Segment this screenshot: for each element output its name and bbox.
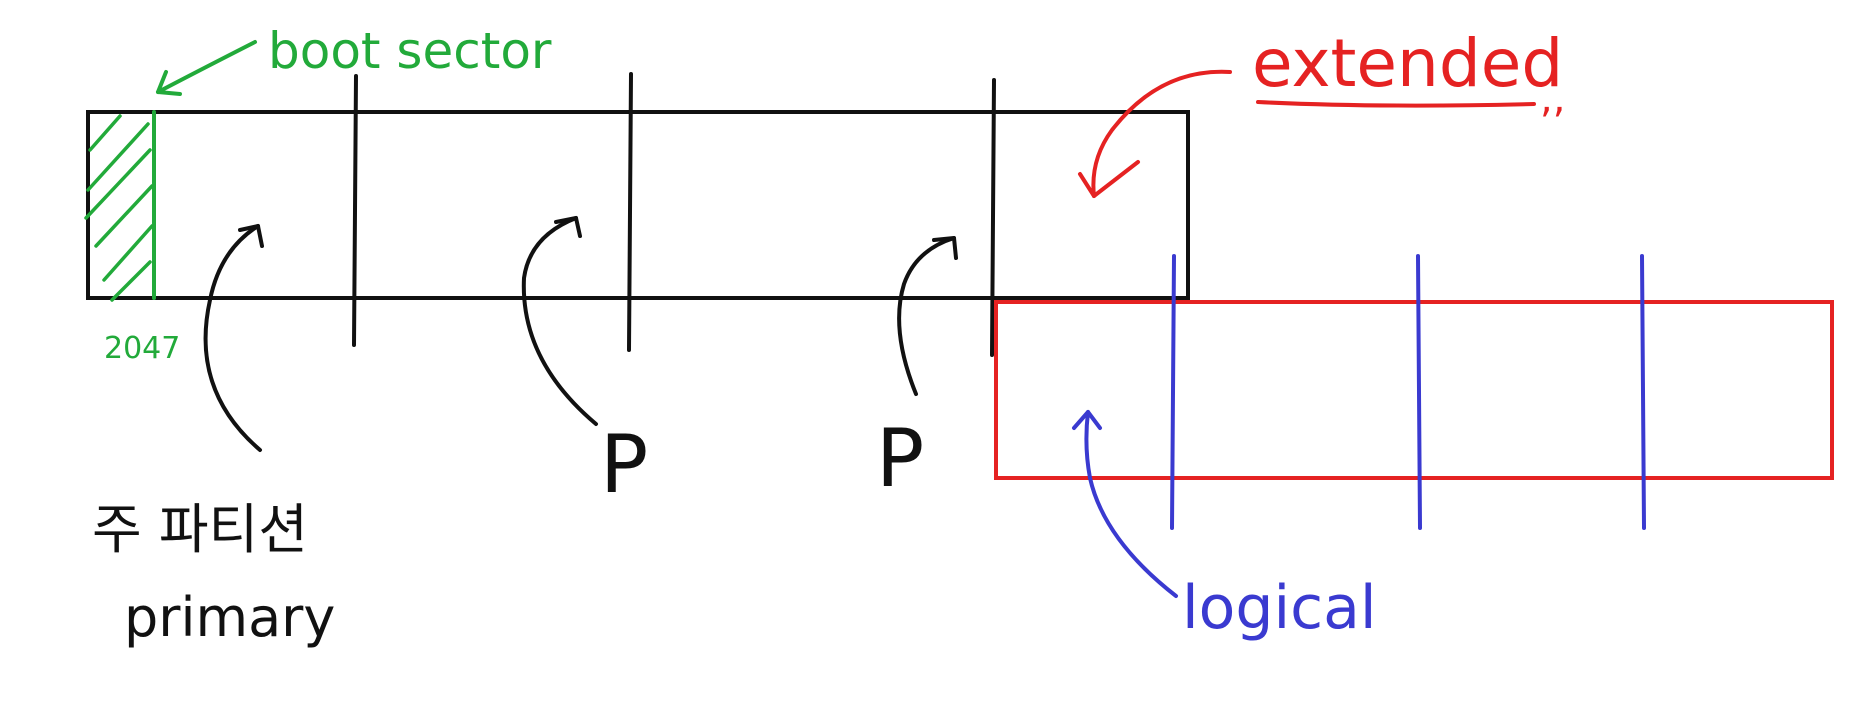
partition-divider-3 (990, 78, 996, 357)
boot-sector-size-label: 2047 (104, 331, 180, 366)
disk-bar (86, 110, 1190, 300)
extended-label: extended (1252, 25, 1563, 102)
logical-divider-3 (1640, 254, 1646, 530)
extended-quote-mark: ,, (1540, 76, 1565, 122)
primary-arrow-3-icon (897, 236, 958, 396)
logical-divider-1 (1170, 254, 1176, 530)
partition-divider-2 (627, 72, 633, 352)
logical-arrow-icon (1072, 410, 1178, 598)
boot-sector-arrow-icon (156, 40, 257, 96)
primary-p-label-1: P (600, 418, 648, 511)
extended-partition-box (994, 300, 1834, 480)
extended-arrow-icon (1078, 69, 1232, 198)
boot-sector-region (84, 110, 156, 302)
logical-divider-2 (1416, 254, 1422, 530)
primary-korean-label: 주 파티션 (92, 498, 308, 561)
primary-arrow-2-icon (521, 216, 598, 426)
boot-sector-label: boot sector (268, 22, 552, 80)
logical-label: logical (1182, 573, 1377, 643)
primary-label: primary (124, 586, 335, 649)
primary-arrow-1-icon (203, 224, 264, 452)
primary-p-label-2: P (876, 412, 924, 505)
extended-underline (1256, 100, 1536, 108)
partition-divider-1 (352, 74, 358, 347)
